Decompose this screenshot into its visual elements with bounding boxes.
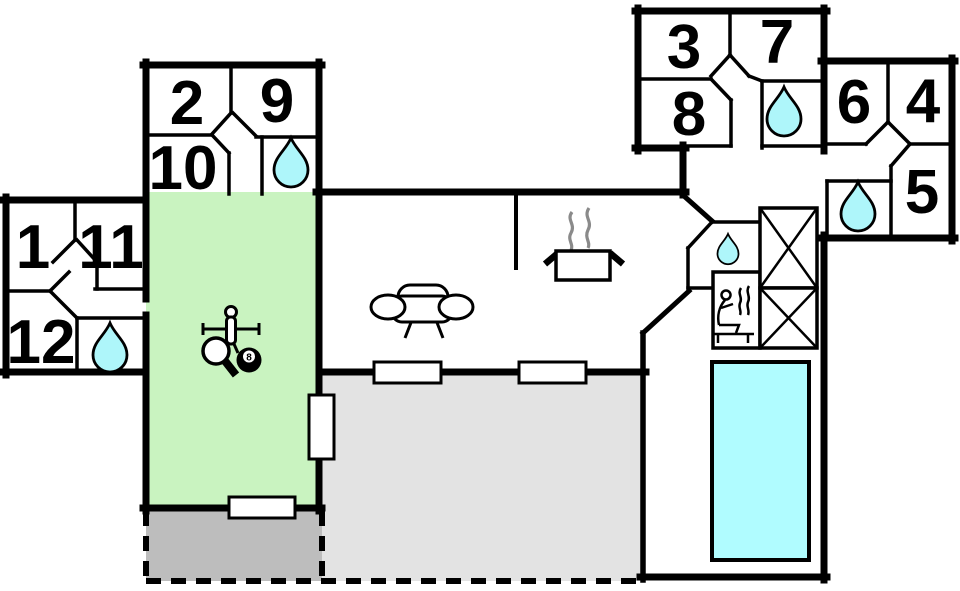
water-drop-icon xyxy=(765,85,803,138)
water-drop-icon xyxy=(716,233,740,266)
storage-box-icon xyxy=(758,206,819,290)
window xyxy=(372,360,443,385)
room-label-11: 11 xyxy=(78,213,144,282)
game-room-floor xyxy=(146,192,319,510)
sofa-icon xyxy=(369,283,475,339)
steam-icon xyxy=(738,287,743,316)
billiard-ball-number: 8 xyxy=(246,353,252,364)
terrace-covered-floor xyxy=(322,372,641,581)
exterior-walls xyxy=(0,4,959,584)
foosball-icon xyxy=(201,305,261,354)
room-label-4: 4 xyxy=(906,67,941,136)
room-label-1: 1 xyxy=(16,213,50,282)
room-label-8: 8 xyxy=(672,80,706,149)
steam-icon xyxy=(746,285,751,316)
table-tennis-paddle-icon xyxy=(201,336,240,378)
room-label-6: 6 xyxy=(837,68,871,137)
billiard-8-ball-icon: 8 xyxy=(236,347,262,373)
window xyxy=(517,360,588,385)
room-label-3: 3 xyxy=(667,13,701,82)
sauna-room xyxy=(711,270,762,350)
swimming-pool xyxy=(710,360,811,562)
room-label-7: 7 xyxy=(760,8,794,77)
interior-walls xyxy=(4,9,954,583)
room-label-5: 5 xyxy=(905,158,939,227)
room-label-2: 2 xyxy=(170,69,204,138)
storage-box-icon xyxy=(758,286,819,350)
water-drop-icon xyxy=(272,136,310,189)
windows-and-doors xyxy=(227,360,588,520)
steam-icon xyxy=(568,211,575,251)
terrace-open-floor xyxy=(146,508,322,581)
room-number-labels: 1 11 12 2 9 10 3 7 8 6 4 5 xyxy=(7,8,941,377)
room-label-10: 10 xyxy=(149,134,218,203)
room-label-9: 9 xyxy=(260,67,294,136)
terrace-dashed-edges xyxy=(143,511,641,584)
steam-icon xyxy=(585,207,592,249)
sauna-person-icon xyxy=(714,285,754,343)
water-drop-icon xyxy=(91,321,129,374)
window xyxy=(227,495,297,520)
kitchen-pot-icon xyxy=(542,207,626,282)
room-label-12: 12 xyxy=(7,308,76,377)
water-drop-icon xyxy=(839,180,877,233)
door xyxy=(307,393,336,461)
